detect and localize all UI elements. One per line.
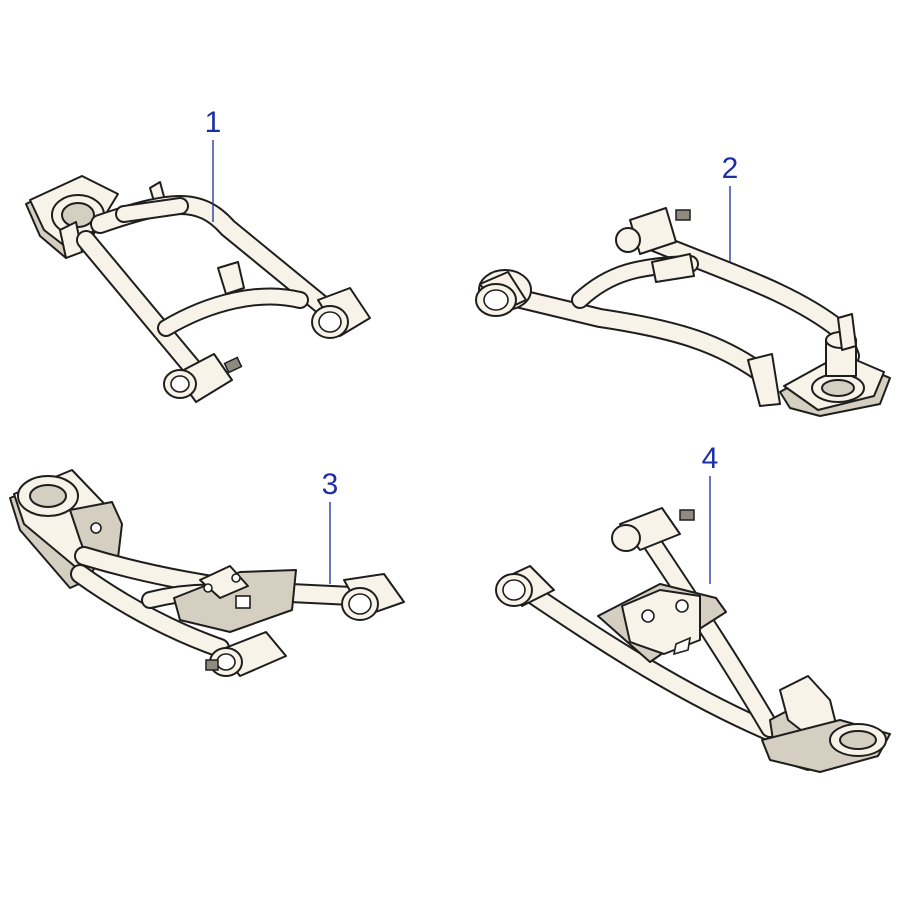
callout-3: 3 [322,468,339,584]
control-arm-part-3[interactable] [9,469,405,677]
callout-label-3: 3 [322,468,339,501]
callout-label-4: 4 [702,442,719,475]
control-arm-part-4[interactable] [495,507,891,773]
control-arm-part-1[interactable] [25,175,371,403]
callout-1: 1 [205,106,222,222]
callout-4: 4 [702,442,719,584]
control-arm-part-2[interactable] [475,207,891,417]
callout-label-1: 1 [205,106,222,139]
callout-label-2: 2 [722,152,739,185]
callout-2: 2 [722,152,739,262]
